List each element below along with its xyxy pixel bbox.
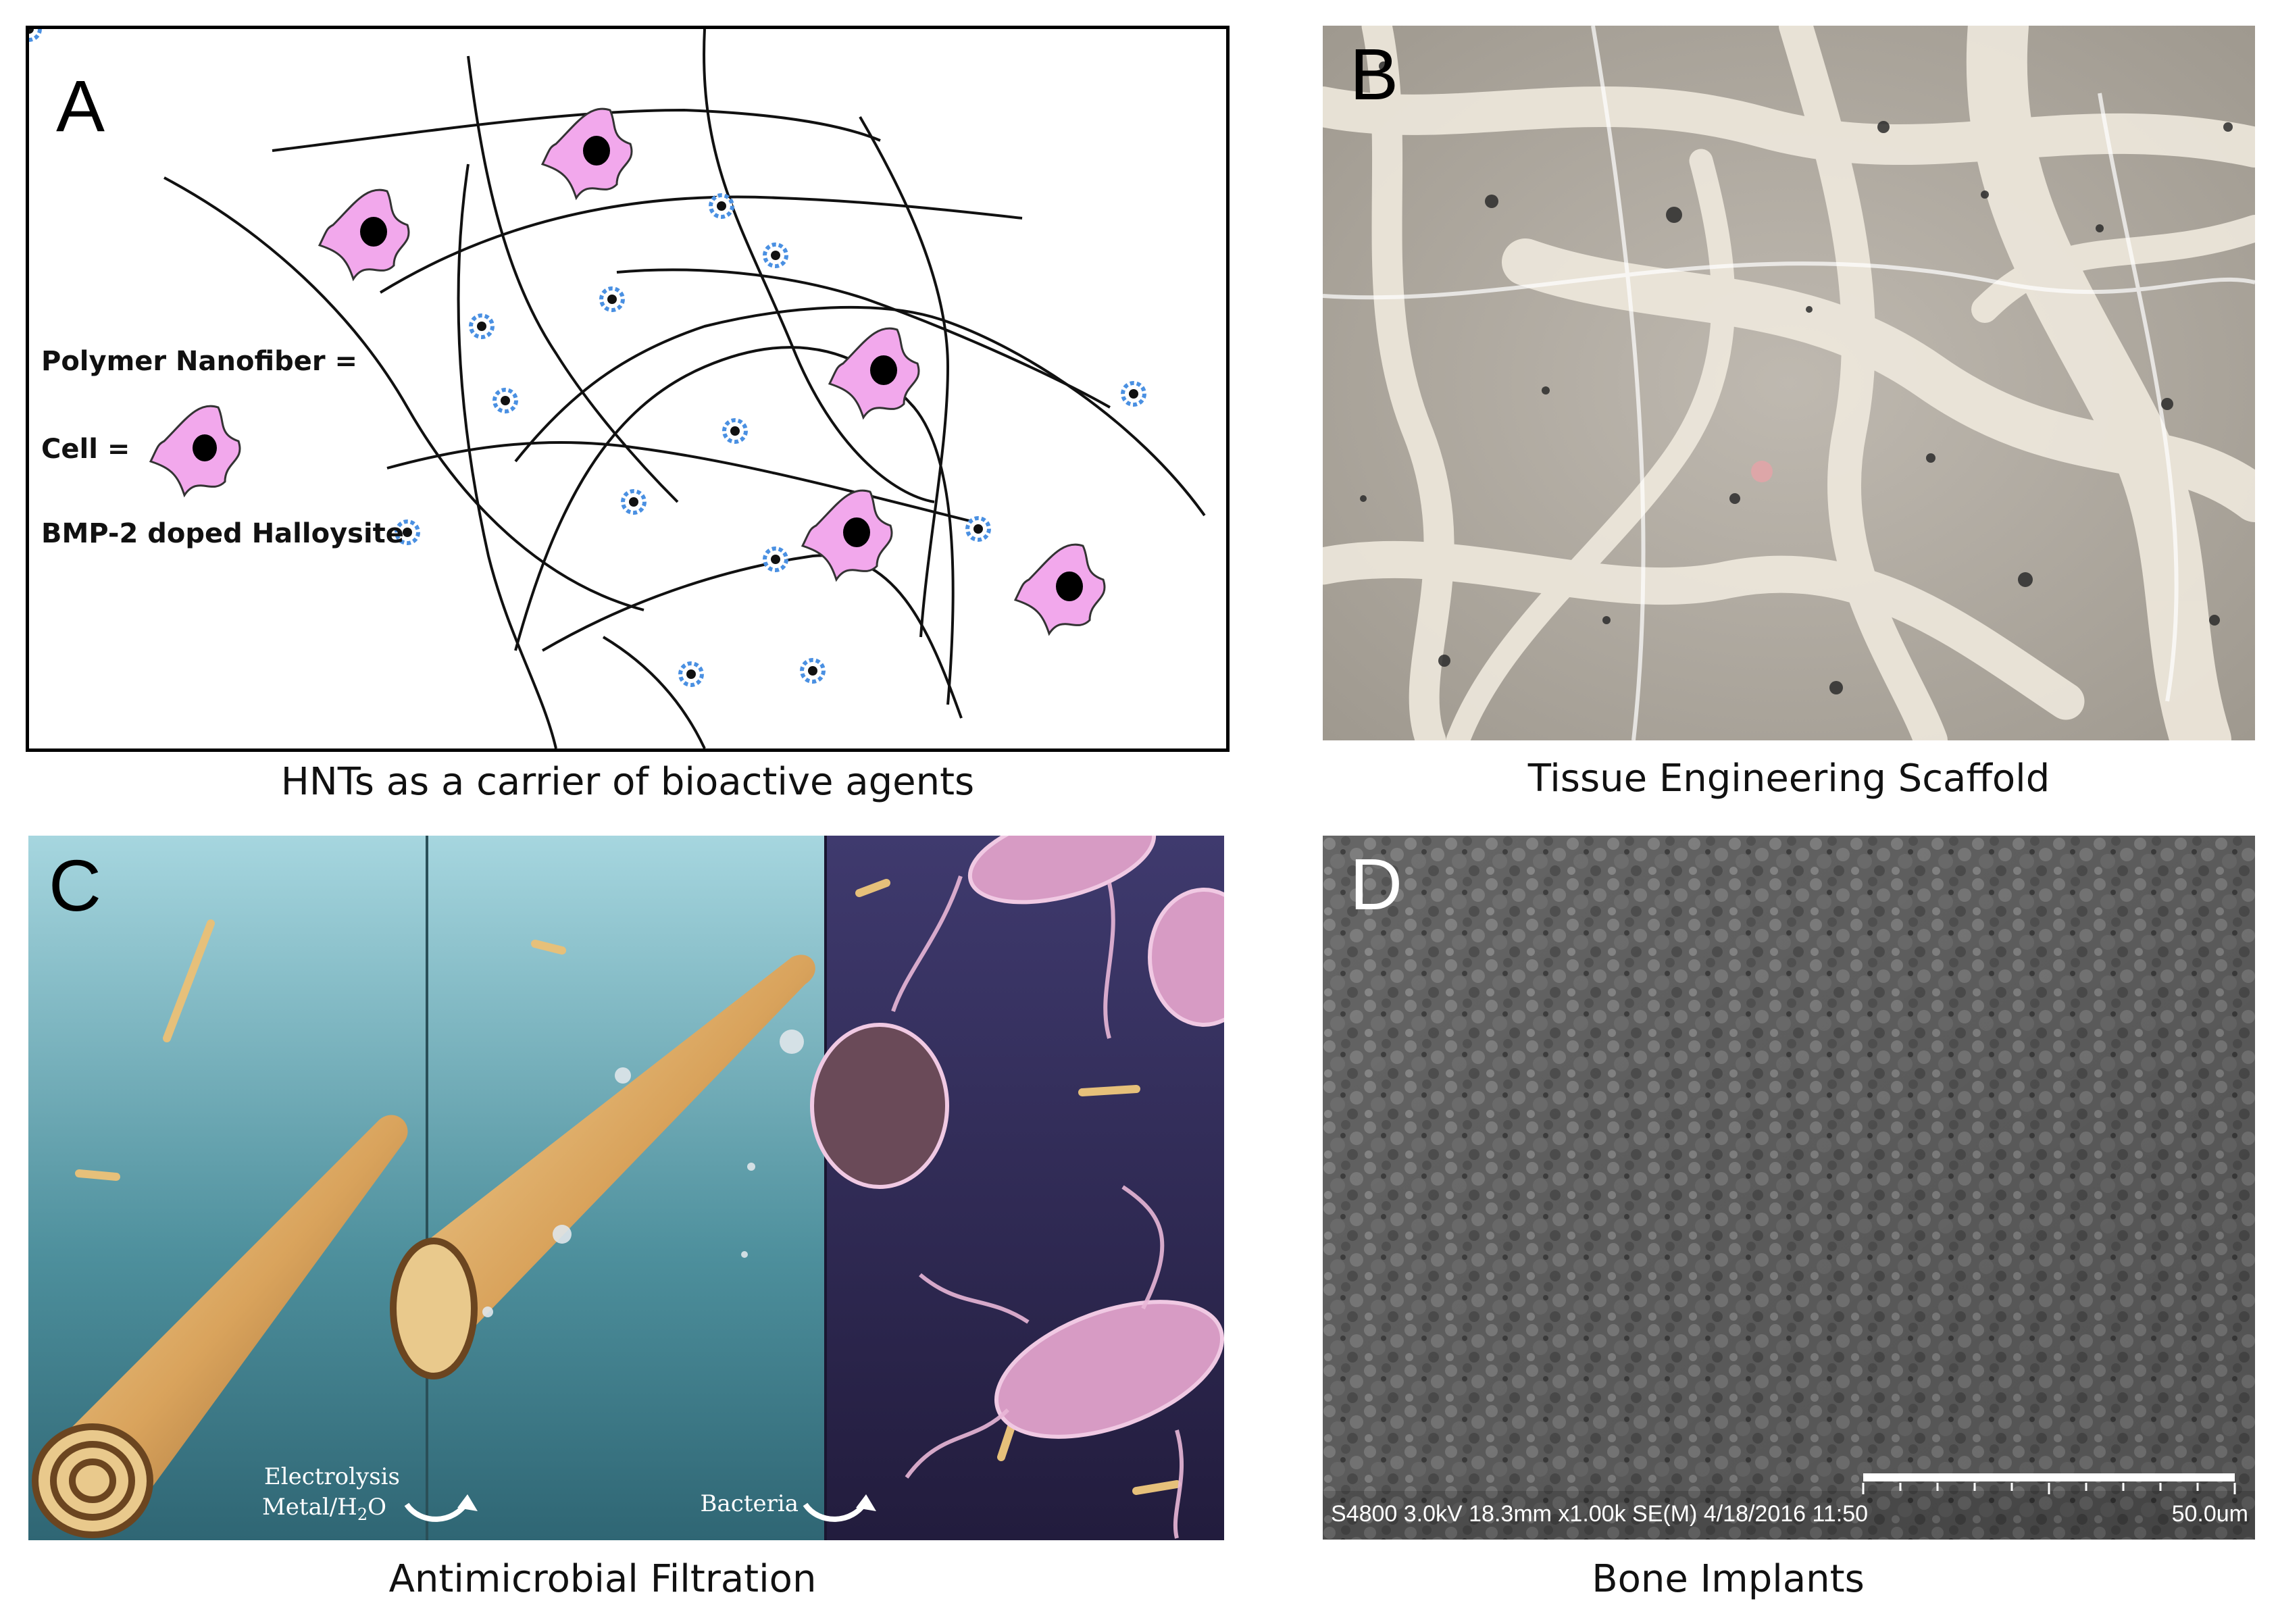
panel-b: B — [1323, 26, 2255, 740]
scaffold-micrograph — [1323, 26, 2255, 740]
nanotube-2 — [390, 955, 815, 1379]
caption-d: Bone Implants — [1592, 1557, 1865, 1601]
legend-fiber-label: Polymer Nanofiber = — [41, 346, 357, 377]
panel-d: S4800 3.0kV 18.3mm x1.00k SE(M) 4/18/201… — [1323, 836, 2255, 1540]
halloysite-particle — [29, 29, 42, 42]
cell — [828, 327, 920, 420]
panel-c: Electrolysis Metal/H2O Bacteria C — [28, 836, 1224, 1540]
halloysite-particles — [29, 29, 1144, 685]
panel-letter-d: D — [1350, 843, 1402, 925]
bacteria — [810, 836, 1224, 1439]
legend-halloysite-label: BMP-2 doped Halloysite — [41, 518, 404, 549]
scale-label: 50.0um — [2172, 1501, 2248, 1527]
sem-micrograph: S4800 3.0kV 18.3mm x1.00k SE(M) 4/18/201… — [1323, 836, 2255, 1540]
caption-a: HNTs as a carrier of bioactive agents — [280, 760, 975, 804]
caption-b: Tissue Engineering Scaffold — [1527, 757, 2050, 801]
panel-letter-b: B — [1350, 33, 1399, 115]
cell — [801, 489, 893, 582]
cells — [149, 107, 1106, 636]
overlay-electrolysis: Electrolysis — [264, 1463, 400, 1490]
polymer-nanofibers — [163, 29, 1206, 748]
cell — [540, 107, 633, 201]
panel-letter-c: C — [49, 844, 101, 926]
panel-a: Polymer Nanofiber = Cell = BMP-2 doped H… — [26, 26, 1230, 752]
cell — [318, 188, 410, 282]
nanotube-1 — [32, 1115, 408, 1538]
panel-letter-a: A — [56, 65, 105, 147]
sem-info: S4800 3.0kV 18.3mm x1.00k SE(M) 4/18/201… — [1331, 1501, 1868, 1527]
legend-cell-label: Cell = — [41, 434, 130, 465]
overlay-bacteria: Bacteria — [701, 1490, 799, 1517]
antimicrobial-illustration: Electrolysis Metal/H2O Bacteria — [28, 836, 1224, 1540]
cell — [1013, 543, 1106, 636]
nanofiber-network-diagram: Polymer Nanofiber = Cell = BMP-2 doped H… — [29, 29, 1206, 748]
caption-c: Antimicrobial Filtration — [388, 1557, 817, 1601]
legend-cell — [149, 405, 241, 498]
overlay-metal-h2o: Metal/H2O — [262, 1494, 386, 1524]
